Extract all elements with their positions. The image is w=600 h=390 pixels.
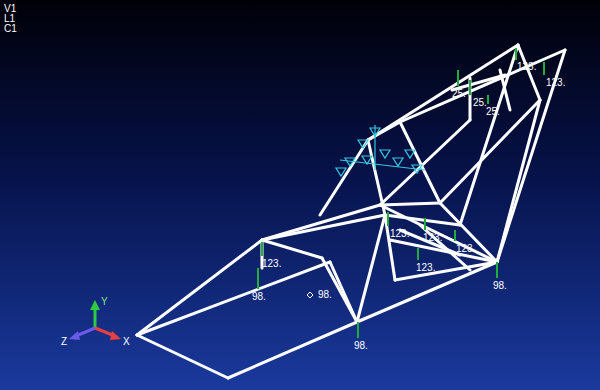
load-value: 123. [423, 232, 442, 243]
axis-label: X [123, 336, 130, 347]
load-id: L1 [4, 13, 15, 24]
axis-triad [69, 300, 121, 340]
load-value: 98. [252, 291, 266, 302]
load-value: 98. [354, 340, 368, 351]
load-value: 123. [456, 243, 475, 254]
axis-label: Z [61, 336, 67, 347]
load-value: 98. [318, 289, 332, 300]
load-value: 123. [262, 258, 281, 269]
load-value: 123. [416, 262, 435, 273]
constraint-id: C1 [4, 23, 17, 34]
load-value: 123. [546, 77, 565, 88]
load-value: 123. [517, 61, 536, 72]
node-marker [307, 292, 313, 298]
load-value: 25. [452, 88, 466, 99]
load-arrows [258, 48, 544, 338]
axis-label: Y [101, 296, 108, 307]
load-value: 25. [486, 106, 500, 117]
frame-tubes [137, 45, 565, 378]
constraint-symbols [336, 125, 425, 176]
load-value: 25. [473, 97, 487, 108]
load-value: 98. [493, 280, 507, 291]
load-value: 123. [390, 228, 409, 239]
view-id: V1 [4, 3, 16, 14]
